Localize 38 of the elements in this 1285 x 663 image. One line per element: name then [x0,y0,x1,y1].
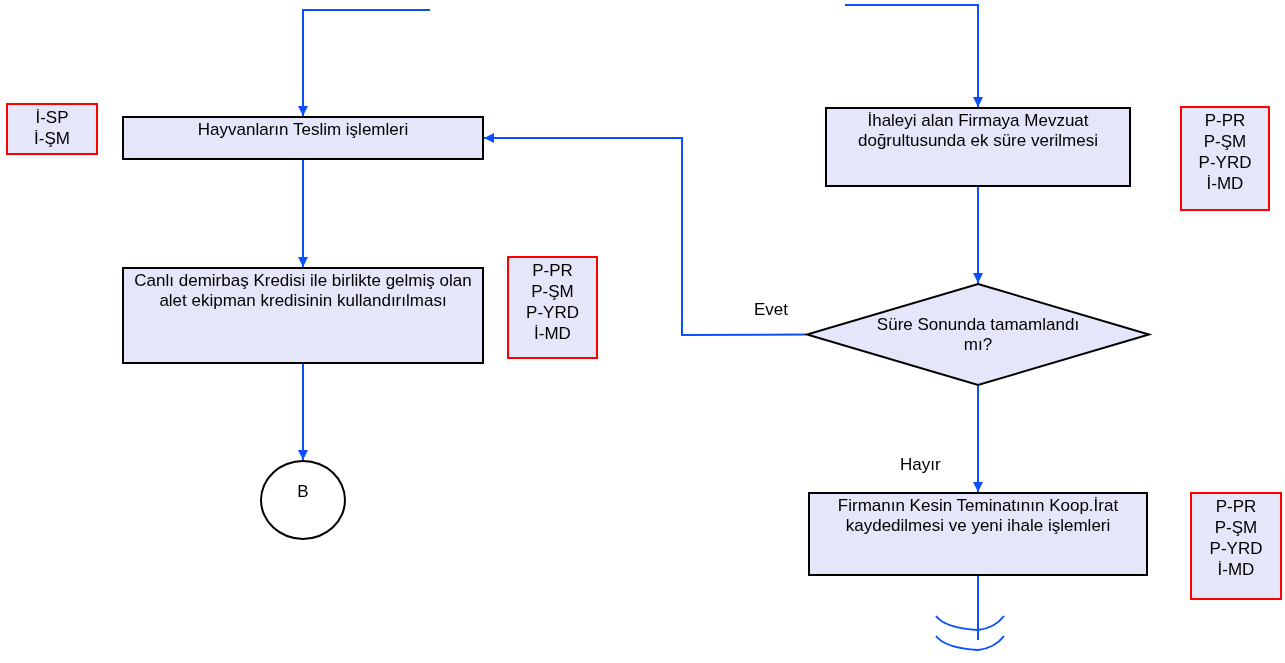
arrow [298,9,431,117]
node-text: İhaleyi alan Firmaya Mevzuat doğrultusunda ek süre verilmesi [857,111,1099,151]
decision-diamond [806,283,1150,386]
responsibility-box [6,103,98,155]
arrow [298,159,308,268]
arrow [298,363,308,461]
process-box [808,492,1148,576]
role-code: P-ŞM [1203,131,1247,152]
role-code: P-PR [532,260,573,281]
role-code: P-PR [1215,496,1257,517]
role-code: İ-ŞM [34,128,70,149]
role-code: P-YRD [1209,538,1263,559]
node-text: B [297,482,309,502]
role-code: İ-MD [534,323,571,344]
process-box [122,267,484,364]
responsibility-box [1190,492,1282,600]
node-text: Canlı demirbaş Kredisi ile birlikte gelmiş olan alet ekipman kredisinin kullandırılması [133,271,473,311]
line [977,575,979,641]
arrow [483,133,807,336]
role-code: P-YRD [526,302,579,323]
node-text: Firmanın Kesin Teminatının Koop.İrat kaydedilmesi ve yeni ihale işlemleri [836,496,1120,536]
node-text: Hayvanların Teslim işlemleri [197,120,409,140]
role-code: P-PR [1204,110,1246,131]
role-code: İ-SP [35,107,69,128]
process-box [825,107,1131,187]
responsibility-box [1180,106,1270,211]
arrow [973,186,983,284]
responsibility-box [507,256,598,359]
process-box [122,116,484,160]
arrow [844,4,983,108]
node-text: Süre Sonunda tamamlandı mı? [875,314,1081,355]
edge-label: Hayır [898,455,943,475]
role-code: P-YRD [1198,152,1252,173]
role-code: P-ŞM [531,281,574,302]
role-code: İ-MD [1217,559,1255,580]
role-code: P-ŞM [1214,517,1258,538]
arrow [973,385,983,493]
role-code: İ-MD [1206,173,1244,194]
